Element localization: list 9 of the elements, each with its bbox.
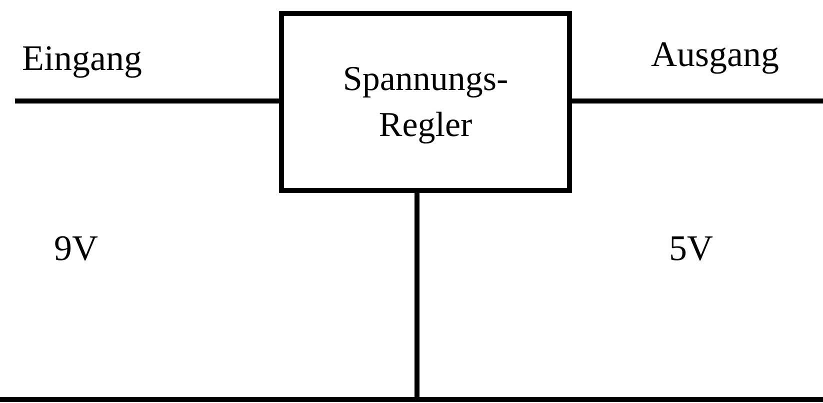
terminal-label: 9V <box>54 227 98 270</box>
wire <box>572 98 823 104</box>
wire <box>15 98 279 104</box>
terminal-label: Eingang <box>22 37 142 80</box>
box-text: Spannungs- Regler <box>342 58 510 146</box>
terminal-label: Ausgang <box>651 33 779 76</box>
regulator-box <box>279 11 572 193</box>
wire <box>414 193 420 397</box>
terminal-label: 5V <box>669 227 713 270</box>
